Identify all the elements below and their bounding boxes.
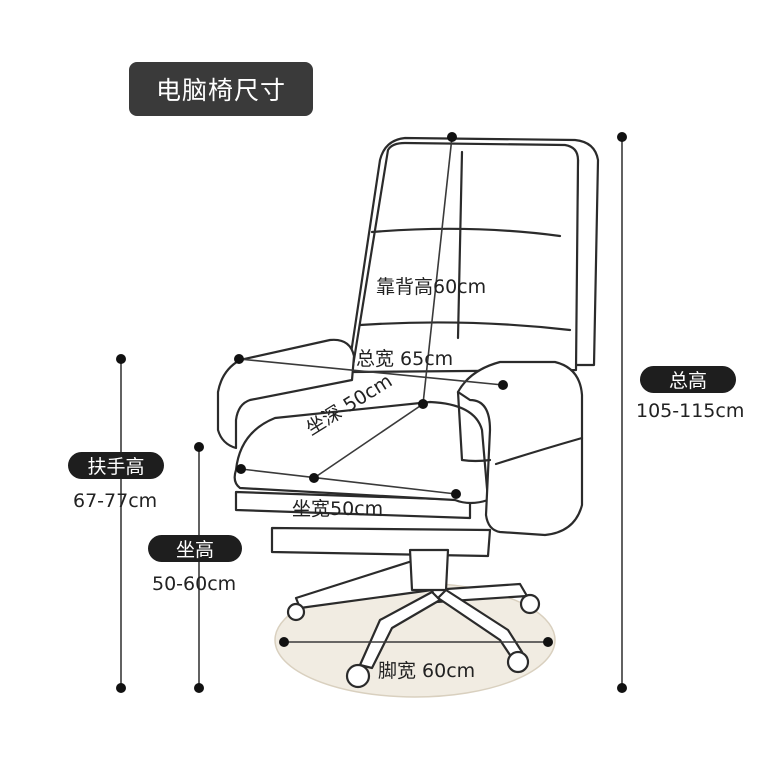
- dimension-endpoints: [116, 132, 627, 693]
- seat-depth-line: [313, 403, 424, 479]
- dimension-lines: [120, 136, 623, 688]
- armrest-height-pill: 扶手高: [68, 452, 164, 479]
- backrest-height-label: 靠背高60cm: [376, 276, 487, 298]
- total-width-label: 总宽 65cm: [356, 348, 454, 370]
- seat-height-value: 50-60cm: [152, 573, 237, 595]
- chair-outline: [216, 136, 600, 689]
- seat-height-pill: 坐高: [148, 535, 242, 562]
- total-height-value: 105-115cm: [636, 400, 745, 422]
- page-title: 电脑椅尺寸: [129, 62, 313, 116]
- seat-width-label: 坐宽50cm: [292, 498, 384, 520]
- armrest-height-value: 67-77cm: [73, 490, 158, 512]
- total-width-line: [238, 358, 504, 386]
- backrest-height-line: [422, 136, 453, 405]
- base-width-label: 脚宽 60cm: [378, 660, 476, 682]
- seat-width-line: [240, 468, 457, 495]
- total-height-pill: 总高: [640, 366, 736, 393]
